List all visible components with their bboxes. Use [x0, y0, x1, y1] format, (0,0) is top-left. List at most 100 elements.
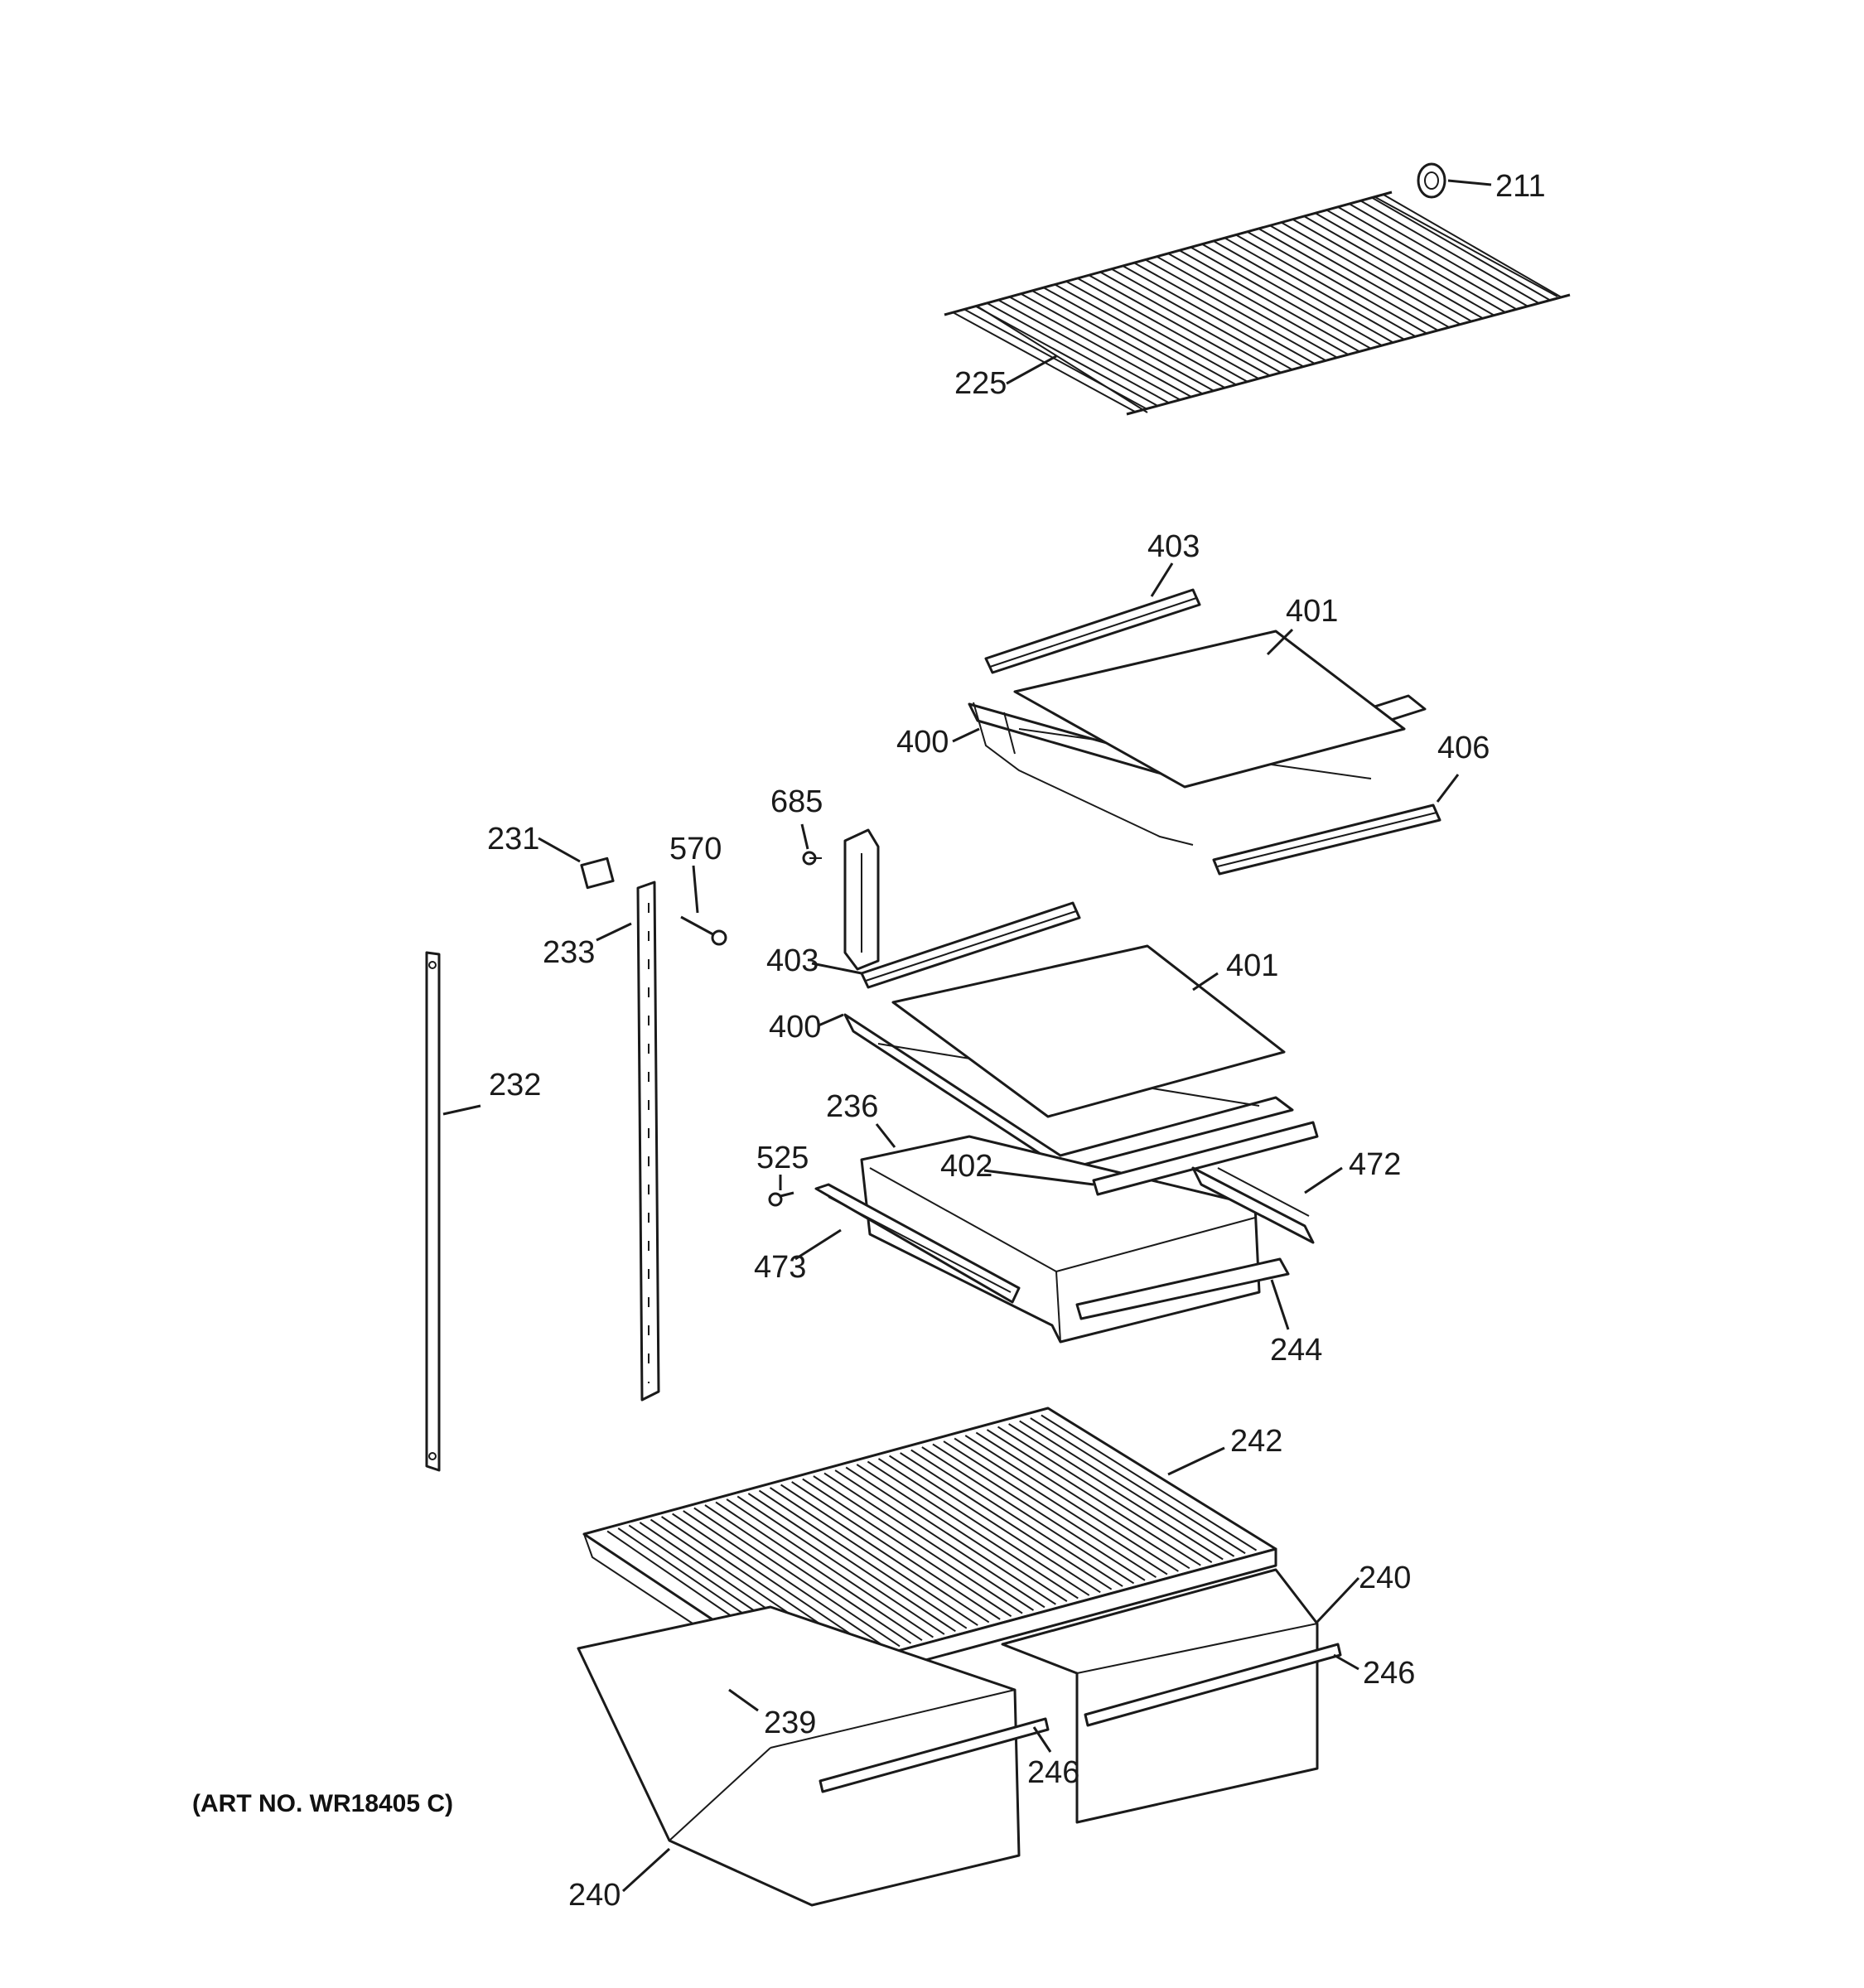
cover-rib	[1019, 1420, 1235, 1557]
cover-rib	[943, 1440, 1157, 1579]
callout-244: 244	[1270, 1333, 1322, 1368]
callout-525: 525	[756, 1141, 809, 1175]
cover-rib	[975, 1431, 1190, 1570]
shelf-wire	[1008, 296, 1192, 398]
shelf-wire	[1360, 200, 1540, 305]
shelf-wire	[1303, 215, 1484, 320]
cover-rib	[726, 1498, 934, 1638]
part-211-bumper	[1417, 162, 1446, 199]
callout-401-lower: 401	[1226, 948, 1278, 983]
callout-233: 233	[543, 935, 595, 970]
cover-rib	[877, 1458, 1090, 1596]
shelf-wire	[1292, 219, 1473, 322]
shelf-wire	[1099, 271, 1282, 374]
cover-rib	[932, 1443, 1146, 1581]
callout-473: 473	[754, 1250, 806, 1285]
callout-246-right: 246	[1363, 1656, 1415, 1691]
callout-402: 402	[940, 1149, 992, 1184]
callout-401-upper: 401	[1286, 594, 1338, 629]
shelf-wires	[952, 194, 1562, 413]
part-570-screw	[680, 915, 727, 946]
cover-rib	[997, 1426, 1213, 1563]
cover-rib	[791, 1481, 1001, 1620]
callout-400-upper: 400	[896, 725, 949, 760]
shelf-wire	[1337, 206, 1518, 311]
shelf-wire	[963, 308, 1147, 410]
shelf-wire	[1111, 268, 1293, 371]
shelf-wire	[1269, 224, 1450, 329]
shelf-wire	[1349, 203, 1528, 307]
shelf-wire	[1213, 240, 1394, 344]
cover-rib	[683, 1510, 890, 1650]
cover-rib	[845, 1466, 1056, 1605]
part-225-wire-shelf	[944, 191, 1571, 416]
cover-rib	[823, 1472, 1035, 1611]
callout-403-upper: 403	[1147, 529, 1200, 564]
shelf-wire	[1179, 249, 1360, 353]
cover-rib	[758, 1489, 968, 1629]
shelf-wire	[1054, 283, 1237, 386]
shelf-wire	[1281, 221, 1461, 326]
callout-211: 211	[1495, 169, 1546, 204]
shelf-wire	[986, 302, 1170, 403]
shelf-wire	[1065, 280, 1248, 383]
left-crisper-drawer	[577, 1605, 1050, 1907]
cover-rib	[813, 1475, 1023, 1614]
callout-240-right: 240	[1359, 1561, 1411, 1595]
shelf-wire	[1258, 228, 1439, 331]
shelf-wire	[1201, 243, 1383, 346]
shelf-wire	[1031, 289, 1214, 392]
lower-shelf-assembly	[843, 901, 1294, 1171]
right-crisper-drawer	[1001, 1568, 1342, 1824]
shelf-wire	[974, 305, 1158, 407]
shelf-wire	[1371, 196, 1551, 302]
cover-rib	[1008, 1423, 1224, 1561]
part-232-rail	[425, 951, 441, 1472]
callout-labels: 211 225 403 401 400 406 685 231 570 233 …	[487, 169, 1546, 1913]
cover-rib	[900, 1452, 1113, 1590]
shelf-wire	[1326, 209, 1506, 314]
shelf-wire	[1167, 253, 1349, 355]
cover-rib	[715, 1501, 923, 1642]
cover-rib	[704, 1504, 912, 1644]
shelf-wire	[1088, 274, 1271, 377]
shelf-wire	[1247, 230, 1427, 335]
cover-rib	[964, 1435, 1179, 1572]
shelf-wire	[997, 299, 1181, 401]
callout-403-lower: 403	[766, 943, 819, 978]
callout-236: 236	[826, 1089, 878, 1124]
shelf-wire	[1042, 287, 1225, 388]
cover-rib	[693, 1507, 901, 1648]
callout-406: 406	[1437, 731, 1490, 765]
cover-rib	[736, 1495, 945, 1635]
cover-rib	[1041, 1414, 1258, 1551]
cover-rib	[889, 1455, 1101, 1594]
callout-240-left: 240	[568, 1878, 621, 1913]
leader-lines	[442, 179, 1492, 1893]
callout-225: 225	[954, 366, 1007, 401]
cover-rib	[921, 1446, 1135, 1585]
shelf-wire	[1145, 258, 1326, 362]
cover-rib	[769, 1487, 978, 1626]
part-685-screw-and-bracket	[802, 828, 880, 971]
cover-rib	[856, 1464, 1068, 1602]
shelf-wire	[1122, 265, 1304, 368]
shelf-wire	[1156, 255, 1338, 359]
shelf-wire	[1020, 292, 1203, 395]
callout-232: 232	[489, 1068, 541, 1103]
callout-570: 570	[669, 832, 722, 866]
cover-rib	[672, 1513, 878, 1653]
cover-rib	[954, 1437, 1168, 1575]
part-231-clip	[580, 856, 615, 890]
pan-cover-assembly	[768, 1121, 1319, 1344]
cover-rib	[1030, 1417, 1246, 1555]
upper-shelf-assembly	[968, 588, 1441, 876]
callout-231: 231	[487, 822, 539, 856]
shelf-wire	[1077, 277, 1259, 379]
callout-472: 472	[1349, 1147, 1401, 1182]
shelf-wire	[1190, 246, 1372, 350]
callout-239: 239	[764, 1706, 816, 1740]
part-233-shelf-ladder	[636, 881, 660, 1402]
cover-ribs	[606, 1414, 1258, 1672]
